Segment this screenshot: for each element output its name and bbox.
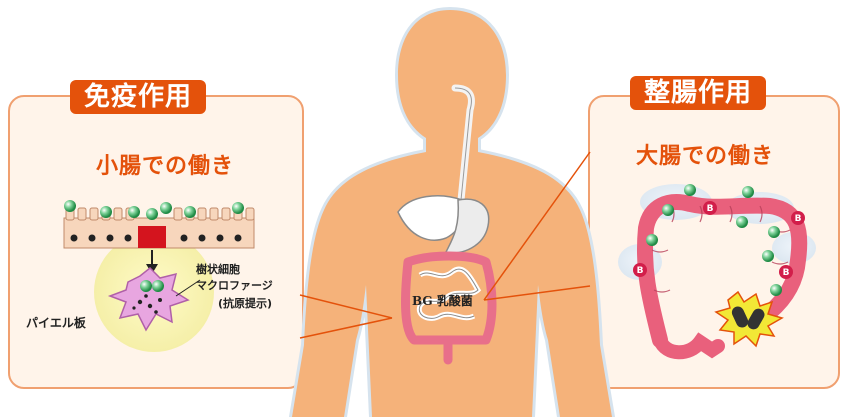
svg-text:B: B xyxy=(707,204,714,214)
svg-text:B: B xyxy=(783,268,790,278)
immune-connector xyxy=(299,294,393,319)
antigen-label: (抗原提示) xyxy=(218,297,273,310)
intestine-connector-2 xyxy=(483,285,591,301)
dendritic-cell xyxy=(107,266,190,332)
immune-title: 免疫作用 xyxy=(70,80,207,114)
immune-subtitle: 小腸での働き xyxy=(96,154,235,179)
intestine-connector xyxy=(483,151,591,301)
digestive-tract xyxy=(397,84,497,365)
svg-text:B: B xyxy=(637,266,644,276)
peyer-label: パイエル板 xyxy=(26,316,86,330)
dendritic-label: 樹状細胞 xyxy=(196,263,240,276)
macrophage-label: マクロファージ xyxy=(196,279,273,292)
intestine-title: 整腸作用 xyxy=(630,76,767,110)
large-intestine-illustration: B B B B xyxy=(618,184,816,360)
good-bacteria-badges: B B B B xyxy=(633,201,805,279)
m-cell xyxy=(138,226,166,248)
small-intestine-illustration xyxy=(63,200,255,352)
immune-connector-2 xyxy=(299,317,393,339)
intestine-subtitle: 大腸での働き xyxy=(636,144,775,169)
bg-bacteria-label: BG 乳酸菌 xyxy=(412,294,473,308)
bad-bacteria-burst xyxy=(714,290,784,348)
svg-text:B: B xyxy=(795,214,802,224)
